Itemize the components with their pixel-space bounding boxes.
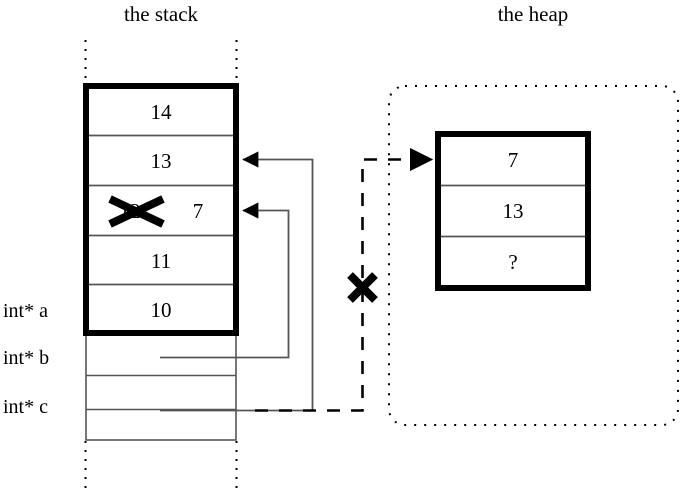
invalidated-pointer-x-mark [347,272,378,303]
heap-frame [435,131,591,291]
stack-cell-value-4: 10 [150,298,172,322]
pointer-label-b: int* b [3,347,50,369]
pointer-a-dashed-arrow [255,147,434,412]
stack-locals-frame [85,332,237,441]
stack-frame [83,83,239,336]
stack-cell-value-2: 12 [119,199,141,223]
pointer-label-c: int* c [3,396,48,418]
stack-title: the stack [123,2,199,26]
heap-cell-value-0: 7 [507,148,519,172]
struck-value-x-mark [108,195,165,228]
pointer-label-a: int* a [3,300,48,322]
pointer-c-arrow [160,151,314,412]
stack-cell-value-3: 11 [150,249,172,273]
heap-cell-value-1: 13 [502,199,524,223]
stack-cell-value-0: 14 [150,100,172,124]
stack-cell-value-1: 13 [150,149,172,173]
stack-cell-new-value-2: 7 [192,199,204,223]
heap-cell-value-2: ? [508,250,518,274]
heap-title: the heap [497,2,569,26]
pointer-b-arrow [160,202,290,359]
